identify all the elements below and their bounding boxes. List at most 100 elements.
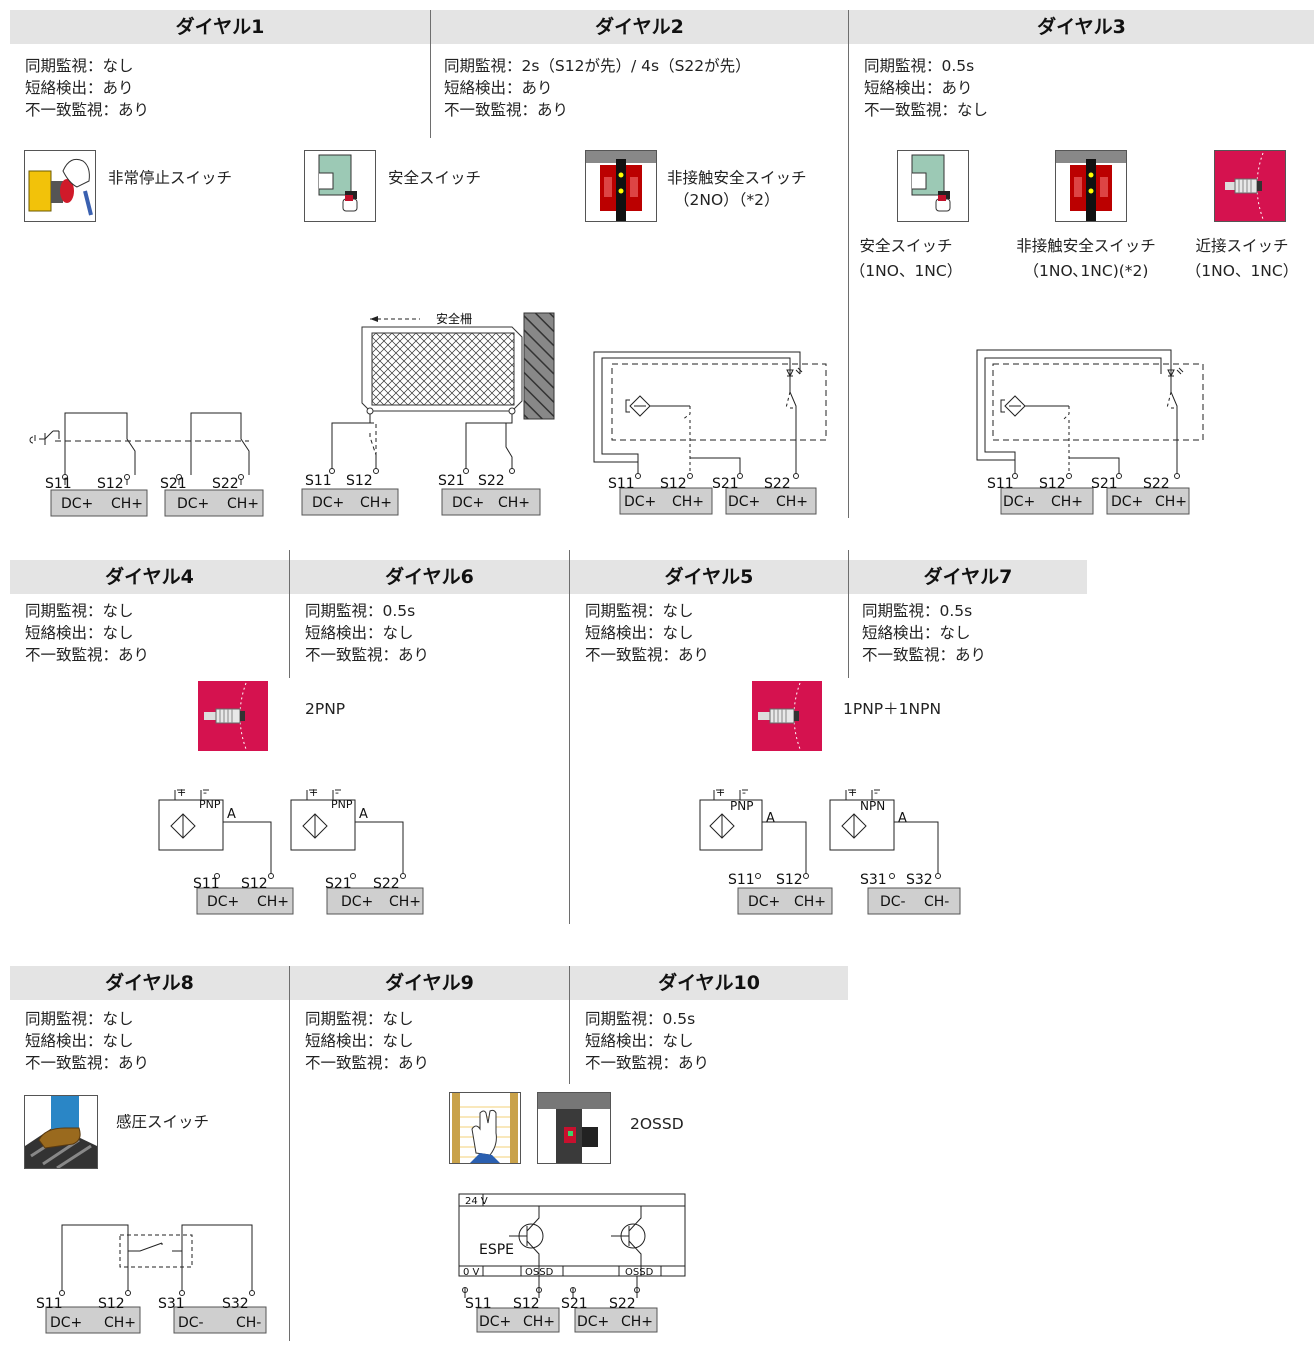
svg-text:S12: S12 (97, 476, 124, 492)
svg-text:CH+: CH+ (389, 894, 421, 910)
svg-text:S21: S21 (160, 476, 187, 492)
noncontact-switch-icon (1055, 150, 1127, 222)
svg-text:-: - (203, 786, 207, 799)
noncontact-label-2: （2NO）（*2） (674, 191, 780, 209)
svg-text:DC+: DC+ (207, 894, 239, 910)
dial-5-header: ダイヤル5 (570, 560, 848, 594)
svg-text:OSSD: OSSD (625, 1267, 654, 1278)
divider (569, 966, 570, 1084)
pnp2-label: 2PNP (305, 700, 346, 718)
dial-8-wiring: S11 S12 S31 S32 DC+ CH+ DC- CH- (36, 1224, 267, 1334)
dial-4-desc: 同期監視：なし短絡検出：なし不一致監視：あり (25, 602, 150, 664)
proximity-switch-icon (1214, 150, 1286, 222)
svg-text:CH+: CH+ (257, 894, 289, 910)
svg-text:S11: S11 (305, 473, 332, 489)
svg-text:-: - (335, 786, 339, 799)
svg-text:CH+: CH+ (111, 496, 143, 512)
dial-1-wiring: S11 S12 S21 S22 DC+ CH+ DC+ CH+ (29, 412, 264, 517)
svg-text:DC+: DC+ (177, 496, 209, 512)
svg-text:S11: S11 (36, 1296, 63, 1312)
dial-2-noncontact-wiring: S11 S12 S21 S22 DC+ CH+ DC+ CH+ (593, 351, 827, 515)
svg-text:安全柵: 安全柵 (436, 311, 472, 326)
svg-text:S11: S11 (728, 872, 755, 888)
svg-text:CH+: CH+ (776, 494, 808, 510)
svg-text:S32: S32 (222, 1296, 249, 1312)
d3-safety-label: 安全スイッチ（1NO、1NC） (849, 237, 963, 280)
svg-text:S21: S21 (325, 876, 352, 892)
svg-text:S11: S11 (987, 476, 1014, 492)
svg-text:S12: S12 (1039, 476, 1066, 492)
safety-switch-icon (897, 150, 969, 222)
svg-text:DC+: DC+ (341, 894, 373, 910)
svg-text:DC+: DC+ (1111, 494, 1143, 510)
divider (848, 10, 849, 518)
dial-9-10-wiring: 24 V 0 V OSSD OSSD ESPE S11 S12 S21 S22 … (458, 1193, 686, 1333)
noncontact-switch-icon (585, 150, 657, 222)
divider (569, 550, 570, 924)
svg-text:DC+: DC+ (1003, 494, 1035, 510)
svg-text:CH+: CH+ (104, 1315, 136, 1331)
svg-text:S31: S31 (860, 872, 887, 888)
svg-text:PNP: PNP (199, 798, 221, 811)
svg-text:DC+: DC+ (479, 1314, 511, 1330)
svg-text:S11: S11 (193, 876, 220, 892)
dial-5-7-wiring: + - PNP A + - NPN A S11 S12 S31 S32 DC+ … (699, 786, 961, 915)
svg-text:S22: S22 (478, 473, 505, 489)
ossd-device-icon (537, 1092, 611, 1164)
svg-text:CH+: CH+ (227, 496, 259, 512)
svg-text:S12: S12 (660, 476, 687, 492)
svg-text:S31: S31 (158, 1296, 185, 1312)
svg-text:S21: S21 (561, 1296, 588, 1312)
svg-text:ESPE: ESPE (479, 1242, 514, 1258)
svg-text:DC+: DC+ (312, 495, 344, 511)
divider (289, 966, 290, 1341)
svg-text:NPN: NPN (860, 799, 885, 813)
svg-text:DC+: DC+ (748, 894, 780, 910)
svg-text:CH+: CH+ (360, 495, 392, 511)
svg-text:S11: S11 (465, 1296, 492, 1312)
svg-text:-: - (874, 786, 878, 799)
divider (289, 550, 290, 678)
svg-text:S22: S22 (1143, 476, 1170, 492)
divider (848, 550, 849, 678)
svg-text:DC+: DC+ (728, 494, 760, 510)
svg-text:A: A (227, 807, 236, 822)
svg-text:DC+: DC+ (624, 494, 656, 510)
divider (430, 10, 431, 138)
svg-text:S22: S22 (212, 476, 239, 492)
svg-text:S21: S21 (1091, 476, 1118, 492)
svg-text:S12: S12 (346, 473, 373, 489)
svg-text:S11: S11 (608, 476, 635, 492)
d3-noncontact-label: 非接触安全スイッチ（1NO､1NC)(*2) (1016, 237, 1156, 280)
dial-10-header: ダイヤル10 (570, 966, 848, 1000)
noncontact-label: 非接触安全スイッチ (667, 169, 807, 187)
dial-1-header: ダイヤル1 (10, 10, 430, 44)
dial-2-desc: 同期監視：2s（S12が先）/ 4s（S22が先）短絡検出：あり不一致監視：あり (444, 57, 751, 119)
svg-text:DC+: DC+ (452, 495, 484, 511)
pressure-mat-label: 感圧スイッチ (116, 1113, 210, 1131)
proximity-switch-icon (752, 681, 822, 751)
svg-text:CH+: CH+ (794, 894, 826, 910)
svg-text:A: A (766, 811, 775, 826)
svg-text:CH+: CH+ (1051, 494, 1083, 510)
svg-text:+: + (716, 786, 725, 799)
svg-text:DC+: DC+ (577, 1314, 609, 1330)
svg-text:S22: S22 (609, 1296, 636, 1312)
dial-2-header: ダイヤル2 (431, 10, 848, 44)
safety-switch-icon (304, 150, 376, 222)
svg-text:A: A (359, 807, 368, 822)
svg-text:+: + (177, 786, 186, 799)
svg-text:S21: S21 (712, 476, 739, 492)
dial-6-header: ダイヤル6 (290, 560, 569, 594)
pnp-npn-label: 1PNP＋1NPN (843, 700, 942, 718)
svg-text:CH+: CH+ (523, 1314, 555, 1330)
svg-text:CH+: CH+ (621, 1314, 653, 1330)
svg-text:CH-: CH- (236, 1315, 261, 1331)
svg-text:DC+: DC+ (50, 1315, 82, 1331)
dial-3-wiring: S11 S12 S21 S22 DC+ CH+ DC+ CH+ (976, 349, 1204, 515)
dial-1-desc: 同期監視：なし短絡検出：あり不一致監視：あり (25, 57, 150, 119)
svg-text:S21: S21 (438, 473, 465, 489)
svg-text:S11: S11 (45, 476, 72, 492)
